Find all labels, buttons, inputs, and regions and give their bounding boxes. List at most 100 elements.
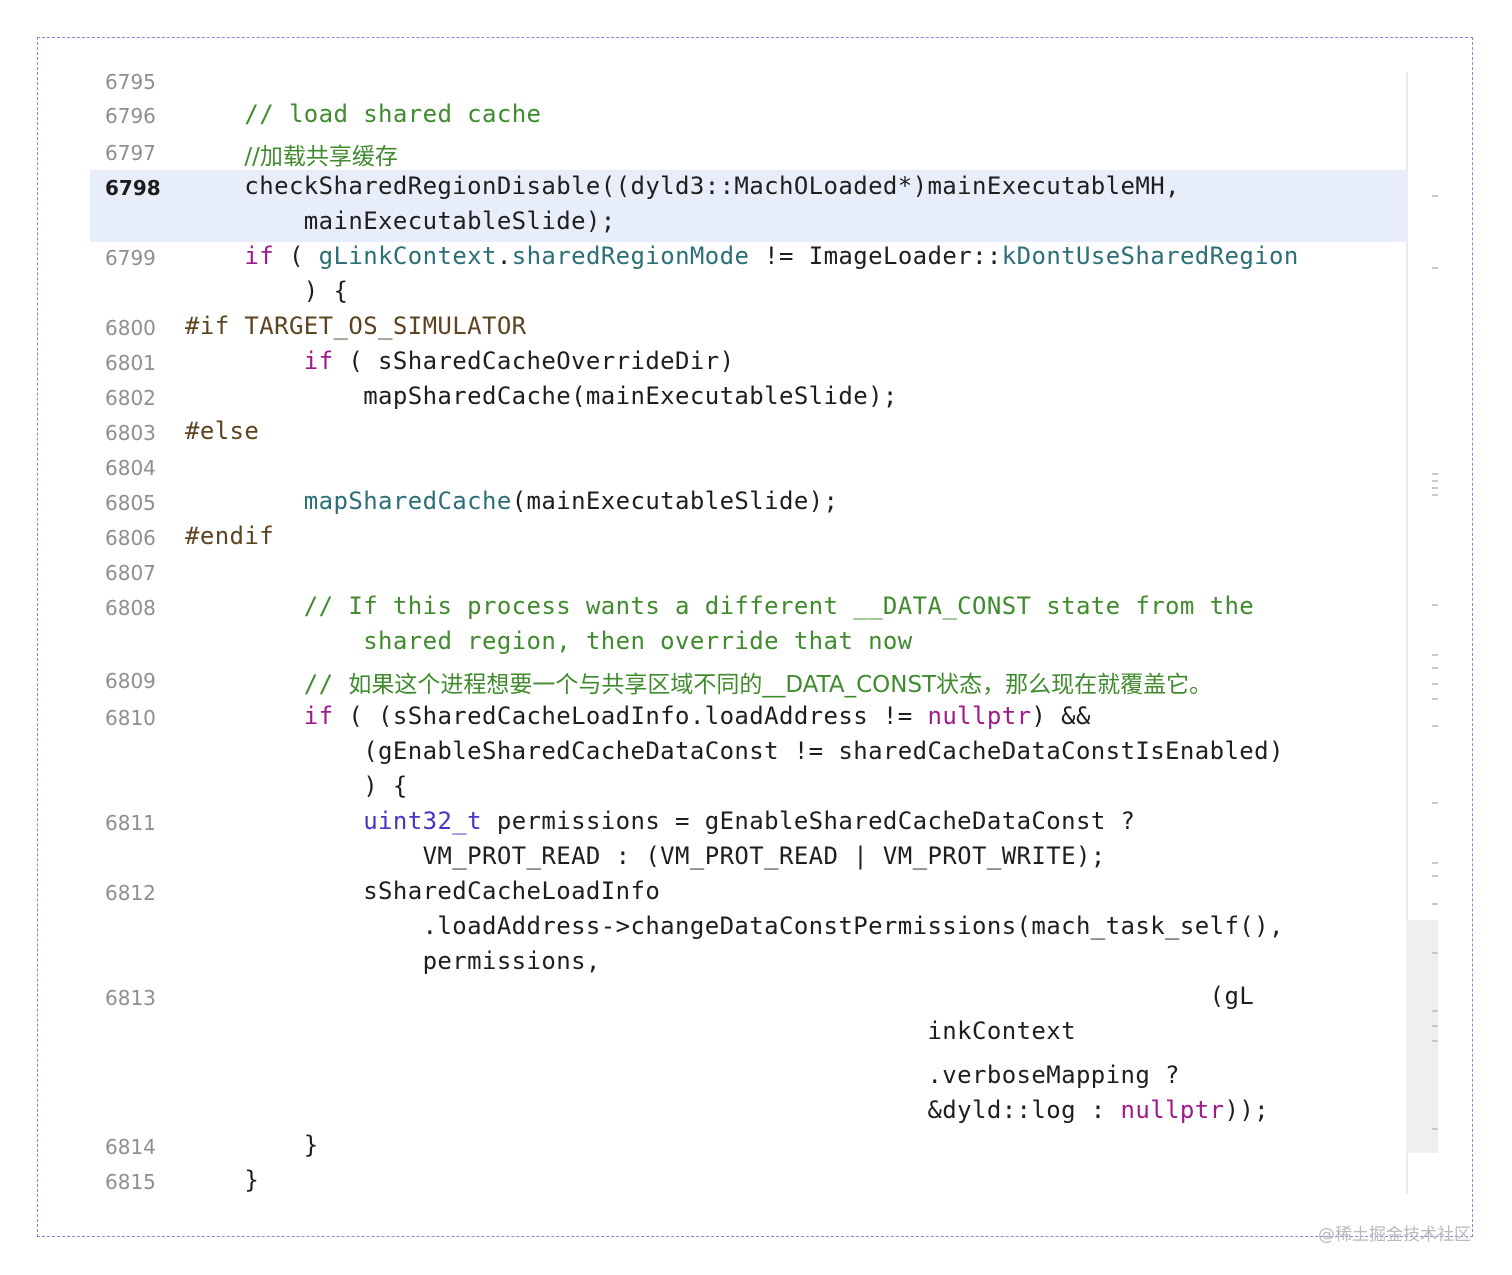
minimap-marker [1432,667,1438,669]
code-token: . [496,242,512,270]
code-token [185,242,244,270]
line-number: 6812 [105,881,156,905]
code-text: mapSharedCache(mainExecutableSlide); [185,382,898,410]
code-text: ) { [185,772,408,800]
minimap-marker [1432,903,1438,905]
code-text: #endif [185,522,274,550]
code-text: // 如果这个进程想要一个与共享区域不同的__DATA_CONST状态，那么现在… [185,665,1212,699]
code-token: nullptr [1120,1096,1225,1124]
line-number: 6808 [105,596,156,620]
code-token: inkContext [185,1017,1076,1045]
code-token: (gL [185,982,1255,1010]
code-text: // If this process wants a different __D… [185,592,1254,620]
code-token [185,702,304,730]
code-token: // If this process wants a different __D… [303,592,1255,620]
code-text: .loadAddress->changeDataConstPermissions… [185,912,1284,940]
code-token: checkSharedRegionDisable((dyld3::MachOLo… [185,172,1180,200]
code-token [185,142,244,170]
code-token: #if TARGET_OS_SIMULATOR [185,312,527,340]
code-text: checkSharedRegionDisable((dyld3::MachOLo… [185,172,1180,200]
code-token: if [303,702,334,730]
minimap-marker [1432,683,1438,685]
code-token: sSharedCacheLoadInfo [185,877,661,905]
code-token: .verboseMapping ? [185,1061,1180,1089]
code-token: nullptr [927,702,1032,730]
code-token: #else [185,417,260,445]
code-token [185,807,363,835]
code-token [185,592,304,620]
code-token [185,347,304,375]
code-token: ) && [1031,702,1091,730]
current-line-highlight [90,170,1406,242]
code-token: sharedRegionMode [511,242,750,270]
line-number: 6814 [105,1135,156,1159]
code-token: // [303,670,349,698]
code-token: (gEnableSharedCacheDataConst != sharedCa… [185,737,1284,765]
line-number: 6799 [105,246,156,270]
minimap-marker [1432,875,1438,877]
code-token: #endif [185,522,275,550]
line-number: 6801 [105,351,156,375]
code-text: if ( (sSharedCacheLoadInfo.loadAddress !… [185,702,1091,730]
code-text: (gEnableSharedCacheDataConst != sharedCa… [185,737,1284,765]
code-token: ( (sSharedCacheLoadInfo.loadAddress != [333,702,928,730]
code-token [185,670,304,698]
code-token: } [185,1131,319,1159]
minimap-marker [1432,1128,1438,1130]
code-token: 如果这个进程想要一个与共享区域不同的__DATA_CONST状态，那么现在就覆盖… [348,672,1213,698]
minimap-marker [1432,952,1438,954]
code-text: } [185,1131,319,1159]
scrollbar-thumb[interactable] [1406,920,1438,1153]
line-number: 6815 [105,1170,156,1194]
minimap-marker [1432,802,1438,804]
line-number: 6798 [105,176,161,200]
minimap-marker [1432,1040,1438,1042]
code-text: &dyld::log : nullptr)); [185,1096,1269,1124]
watermark: @稀土掘金技术社区 [1318,1225,1471,1245]
code-token: if [303,347,334,375]
code-text: } [185,1166,259,1194]
code-token: uint32_t [363,807,482,835]
code-token: mapSharedCache(mainExecutableSlide); [185,382,898,410]
code-token: ( sSharedCacheOverrideDir) [333,347,735,375]
code-text: // load shared cache [185,100,541,128]
code-text: ) { [185,277,348,305]
code-token: .loadAddress->changeDataConstPermissions… [185,912,1284,940]
line-number: 6805 [105,491,156,515]
screenshot-frame [37,37,1473,1237]
code-token: // load shared cache [244,100,542,128]
minimap-marker [1432,725,1438,727]
code-token: VM_PROT_READ : (VM_PROT_READ | VM_PROT_W… [185,842,1106,870]
code-token: )); [1224,1096,1270,1124]
code-text: #else [185,417,259,445]
code-text: (gL [185,982,1254,1010]
code-token: permissions, [185,947,601,975]
code-token: ) { [185,772,408,800]
minimap-divider [1406,72,1408,1194]
code-token: kDontUseSharedRegion [1001,242,1299,270]
code-token: mapSharedCache [303,487,512,515]
code-token: != ImageLoader:: [749,242,1002,270]
code-text: #if TARGET_OS_SIMULATOR [185,312,527,340]
code-token: ( [274,242,319,270]
code-token [185,487,304,515]
minimap-marker [1432,267,1438,269]
line-number: 6811 [105,811,156,835]
code-token: permissions = gEnableSharedCacheDataCons… [482,807,1136,835]
line-number: 6806 [105,526,156,550]
code-text: .verboseMapping ? [185,1061,1180,1089]
code-text: inkContext [185,1017,1076,1045]
code-text: shared region, then override that now [185,627,913,655]
code-token: gLinkContext [318,242,497,270]
minimap-marker [1432,604,1438,606]
code-token: //加载共享缓存 [244,144,398,170]
code-text: uint32_t permissions = gEnableSharedCach… [185,807,1135,835]
code-token: mainExecutableSlide); [185,207,616,235]
code-text: mapSharedCache(mainExecutableSlide); [185,487,838,515]
code-token: ) { [185,277,349,305]
line-number: 6809 [105,669,156,693]
minimap-marker [1432,480,1438,482]
code-text: mainExecutableSlide); [185,207,616,235]
line-number: 6803 [105,421,156,445]
